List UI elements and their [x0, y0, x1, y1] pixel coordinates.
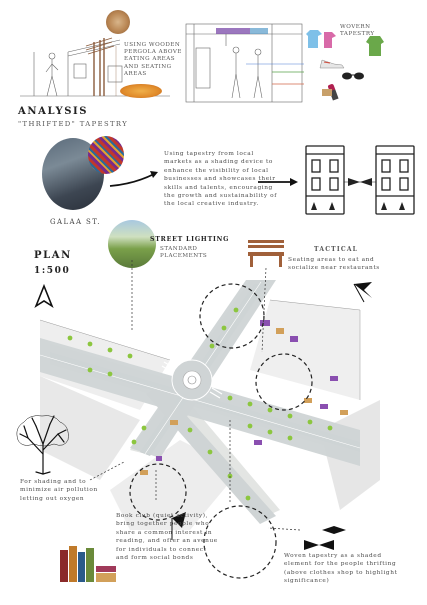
- sunglasses-icon: [342, 72, 364, 80]
- plan-scale: 1:500: [34, 266, 71, 276]
- books-icon: [60, 546, 116, 582]
- pergola-note: USING WOODEN PERGOLA ABOVE EATING AREAS …: [124, 42, 183, 77]
- standard-place-label: STANDARD PLACEMENTS: [160, 246, 208, 260]
- clothes-icon: [306, 30, 336, 48]
- flag-icon: [353, 282, 372, 303]
- street-lighting-label: STREET LIGHTING: [150, 236, 230, 243]
- site-plan: [39, 280, 380, 579]
- analysis-description: Using tapestry from local markets as a s…: [164, 151, 277, 208]
- tree-text: For shading and to minimize air pollutio…: [20, 479, 98, 502]
- street-label: GALAA ST.: [50, 218, 101, 226]
- plan-title: PLAN: [34, 250, 72, 261]
- tree-icon: [16, 415, 69, 475]
- pergola-sketch: [20, 37, 170, 97]
- shop-interior-sketch: [185, 23, 304, 103]
- arrow-to-text: [109, 171, 158, 187]
- woven-basket-icon: [106, 10, 130, 34]
- woven-text: Woven tapestry as a shaded element for t…: [284, 553, 398, 585]
- tapestry-photo: [88, 136, 124, 174]
- analysis-title: ANALYSIS: [18, 106, 89, 117]
- bag-icon: [322, 89, 332, 96]
- pizza-icon: [120, 84, 162, 98]
- analysis-subtitle: "THRIFTED" TAPESTRY: [18, 120, 129, 128]
- tactical-text: Seating areas to eat and socialize near …: [288, 257, 380, 272]
- woven-tapestry-label: WOVERN TAPESTRY: [340, 24, 375, 38]
- bow-tie-icon: [304, 540, 334, 550]
- building-facade-icon: [305, 145, 415, 215]
- north-arrow-icon: [34, 283, 54, 308]
- sneaker-icon: [319, 59, 345, 69]
- bench-icon: [248, 240, 284, 267]
- book-club-text: Book club (quiet activity), bring togeth…: [116, 513, 218, 562]
- jacket-icon: [366, 36, 384, 56]
- tactical-title: TACTICAL: [314, 246, 359, 253]
- arrow-to-facade: [258, 178, 298, 186]
